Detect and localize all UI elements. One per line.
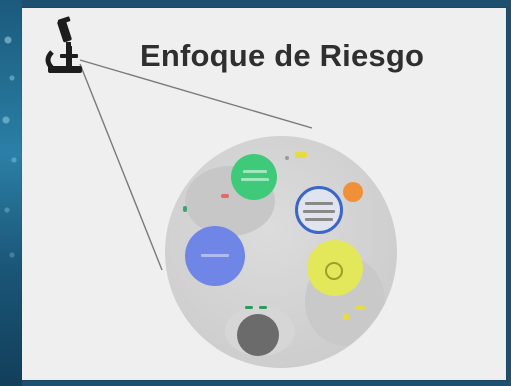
magnifier-lines <box>79 59 313 271</box>
slide-title: Enfoque de Riesgo <box>140 38 425 73</box>
gray-speck <box>285 156 289 160</box>
blue-circle-text <box>201 254 229 257</box>
green-circle-text <box>243 170 267 173</box>
petri-dish <box>165 136 397 368</box>
gray-circle <box>237 314 279 356</box>
green-speck <box>259 306 267 309</box>
ring-text <box>303 210 335 213</box>
green-speck <box>183 206 187 212</box>
orange-dot <box>343 182 363 202</box>
green-circle <box>231 154 277 200</box>
green-speck <box>245 306 253 309</box>
green-circle-text <box>241 178 269 181</box>
microscope-icon <box>45 16 82 73</box>
yellow-circle-face <box>325 262 343 280</box>
red-speck <box>221 194 229 198</box>
ring-text <box>305 218 333 221</box>
ring-text <box>305 202 333 205</box>
yellow-speck <box>355 306 365 310</box>
background-strip <box>0 0 22 386</box>
slide-canvas: Enfoque de Riesgo <box>22 8 506 380</box>
yellow-speck <box>343 314 349 320</box>
yellow-speck <box>295 152 307 158</box>
